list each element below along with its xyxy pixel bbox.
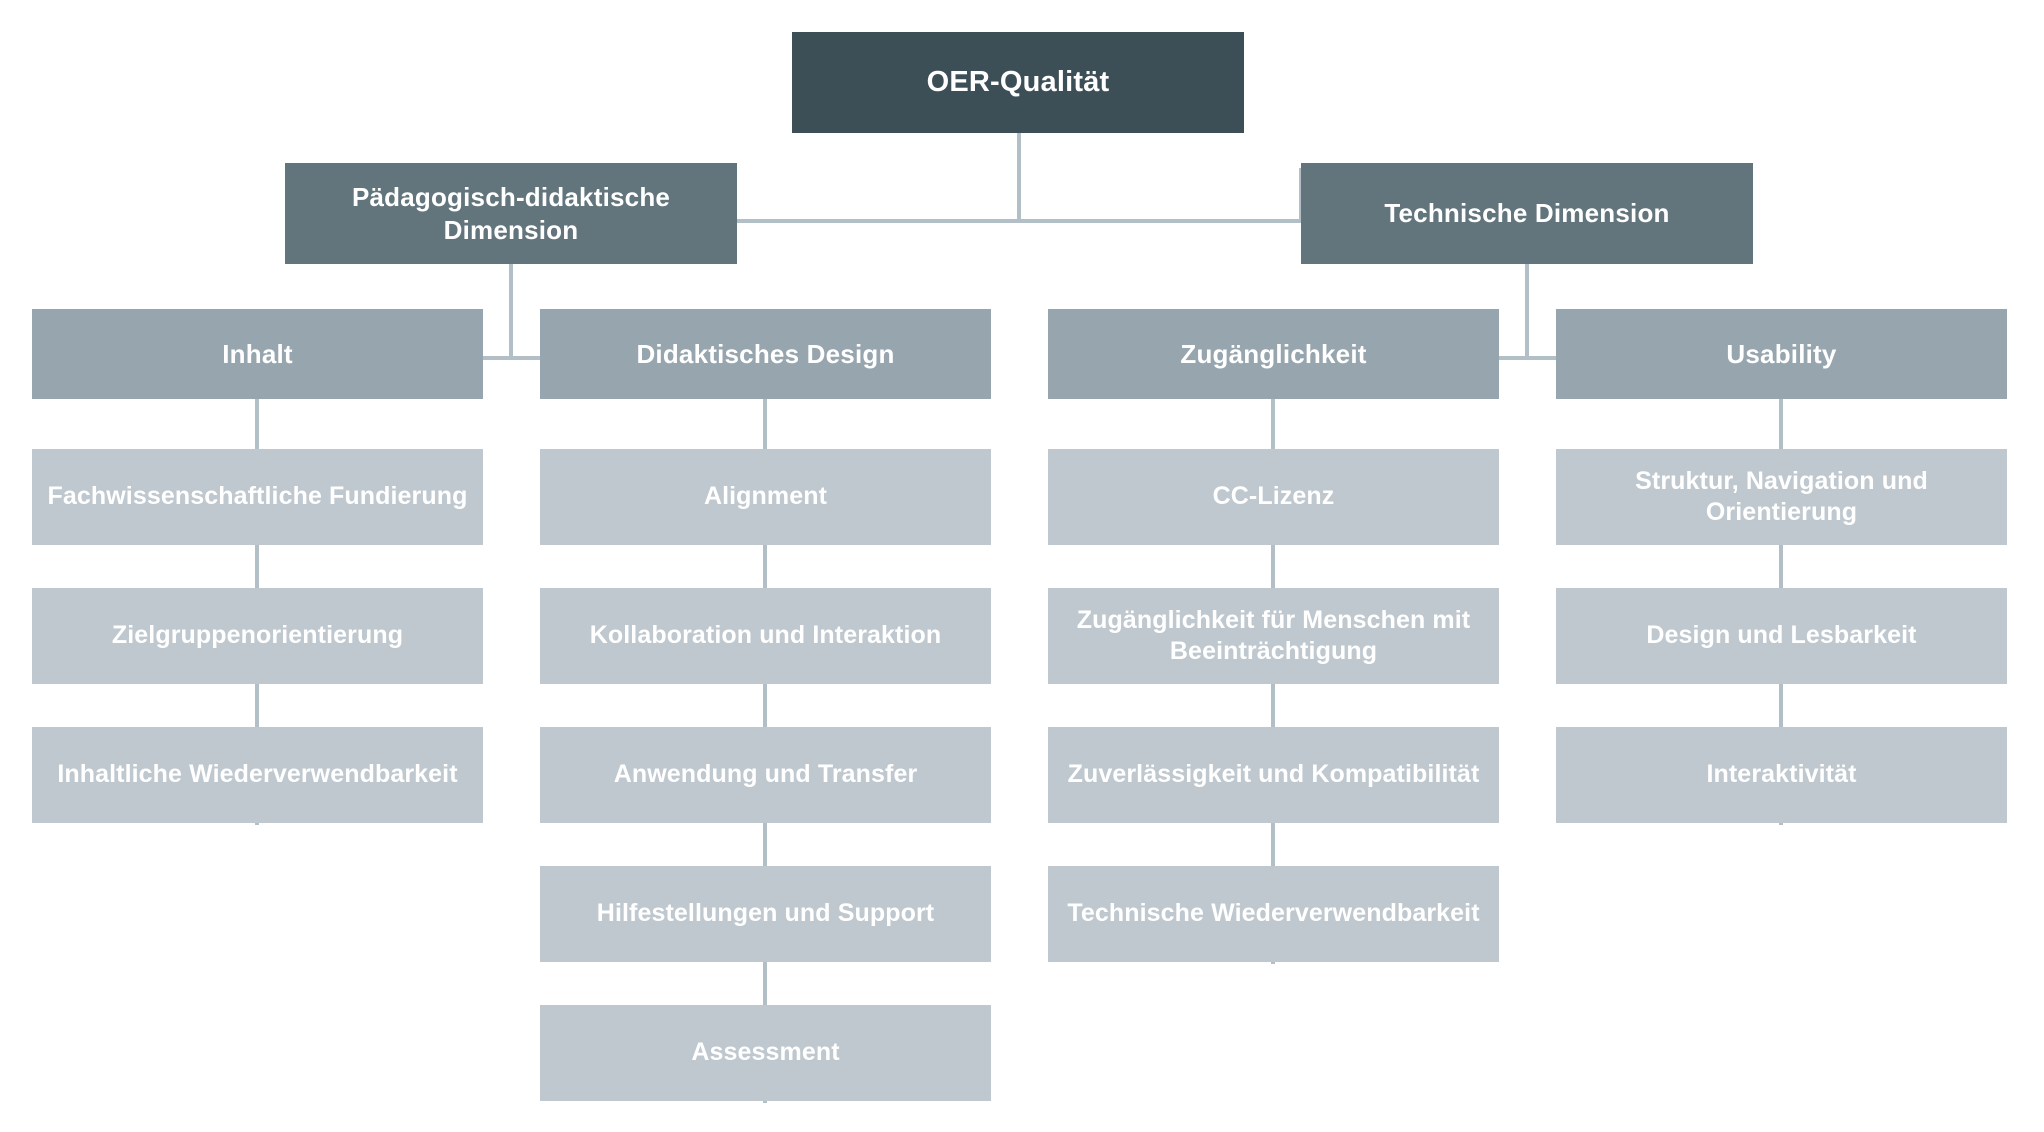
connector-technische-bus <box>1271 356 1779 360</box>
node-leaf-hilfestellungen-und-support[interactable]: Hilfestellungen und Support <box>540 866 991 962</box>
node-dimension-technisch[interactable]: Technische Dimension <box>1301 163 1753 264</box>
node-leaf-design-und-lesbarkeit[interactable]: Design und Lesbarkeit <box>1556 588 2007 684</box>
node-leaf-technische-wiederverwendbarkeit[interactable]: Technische Wiederverwendbarkeit <box>1048 866 1499 962</box>
node-leaf-zugaenglichkeit-fuer-menschen-mit-beeintraechtigung[interactable]: Zugänglichkeit für Menschen mit Beeinträ… <box>1048 588 1499 684</box>
node-leaf-fachwissenschaftliche-fundierung[interactable]: Fachwissenschaftliche Fundierung <box>32 449 483 545</box>
node-category-inhalt[interactable]: Inhalt <box>32 309 483 399</box>
connector-dimension-bus <box>736 219 1303 223</box>
connector-paedagogisch-stem <box>509 264 513 360</box>
node-category-zugaenglichkeit[interactable]: Zugänglichkeit <box>1048 309 1499 399</box>
node-leaf-struktur-navigation-und-orientierung[interactable]: Struktur, Navigation und Orientierung <box>1556 449 2007 545</box>
node-leaf-cc-lizenz[interactable]: CC-Lizenz <box>1048 449 1499 545</box>
connector-root-stem <box>1017 133 1021 221</box>
node-leaf-assessment[interactable]: Assessment <box>540 1005 991 1101</box>
connector-technische-stem <box>1525 264 1529 360</box>
node-leaf-kollaboration-und-interaktion[interactable]: Kollaboration und Interaktion <box>540 588 991 684</box>
node-leaf-zuverlaessigkeit-und-kompatibilitaet[interactable]: Zuverlässigkeit und Kompatibilität <box>1048 727 1499 823</box>
node-leaf-zielgruppenorientierung[interactable]: Zielgruppenorientierung <box>32 588 483 684</box>
node-leaf-alignment[interactable]: Alignment <box>540 449 991 545</box>
connector-paedagogisch-bus <box>255 356 763 360</box>
node-dimension-paedagogisch-didaktisch[interactable]: Pädagogisch-didaktische Dimension <box>285 163 737 264</box>
node-leaf-interaktivitaet[interactable]: Interaktivität <box>1556 727 2007 823</box>
node-leaf-anwendung-und-transfer[interactable]: Anwendung und Transfer <box>540 727 991 823</box>
node-category-usability[interactable]: Usability <box>1556 309 2007 399</box>
node-category-didaktisches-design[interactable]: Didaktisches Design <box>540 309 991 399</box>
node-leaf-inhaltliche-wiederverwendbarkeit[interactable]: Inhaltliche Wiederverwendbarkeit <box>32 727 483 823</box>
node-root-oer-qualitaet[interactable]: OER-Qualität <box>792 32 1244 133</box>
